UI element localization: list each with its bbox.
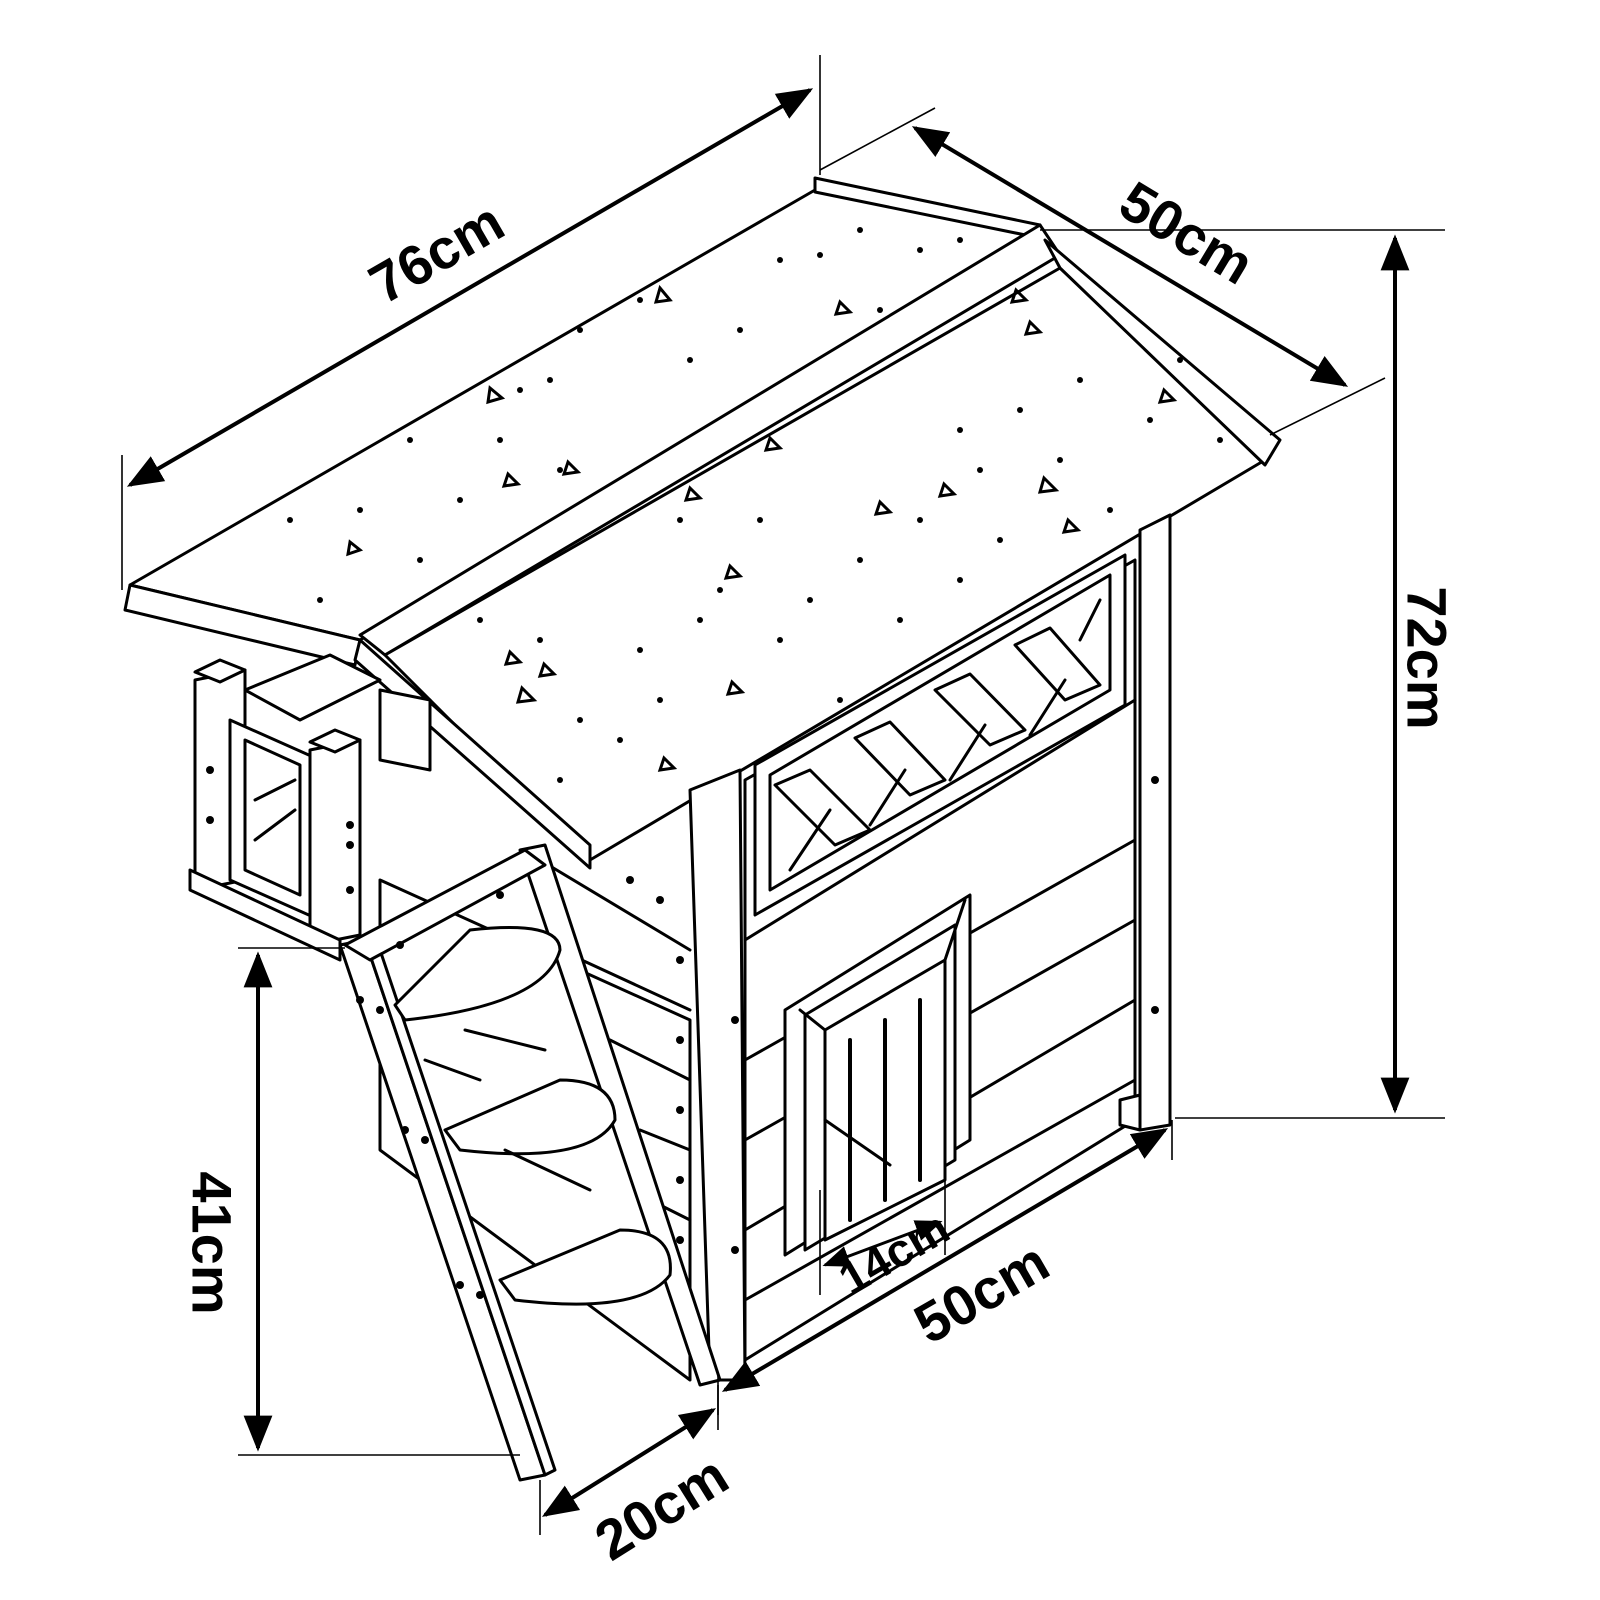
label-total-height: 72cm bbox=[1395, 586, 1459, 730]
staircase bbox=[338, 843, 722, 1482]
ventilation-slats bbox=[753, 553, 1127, 917]
stair-top-rail bbox=[343, 848, 547, 962]
dim-50cm-front-arrow bbox=[721, 1128, 1169, 1392]
left-corner-post bbox=[688, 768, 747, 1382]
stair-step-1 bbox=[393, 926, 562, 1022]
dim-14cm-arrow bbox=[822, 1220, 943, 1267]
balcony bbox=[188, 653, 432, 962]
dim-76cm-arrow bbox=[126, 88, 814, 487]
balcony-base bbox=[188, 868, 342, 962]
dim-20cm-arrow bbox=[541, 1408, 717, 1517]
stair-inner-stringer bbox=[518, 843, 722, 1387]
right-corner-post bbox=[1138, 513, 1172, 1132]
balcony-back-rail bbox=[243, 653, 382, 722]
dimension-lines bbox=[121, 55, 1445, 1535]
label-balcony-height: 41cm bbox=[180, 1171, 244, 1315]
dim-50cm-depth-arrow bbox=[911, 126, 1349, 387]
stair-step-3 bbox=[498, 1228, 672, 1306]
roof-left-fascia bbox=[123, 583, 362, 667]
